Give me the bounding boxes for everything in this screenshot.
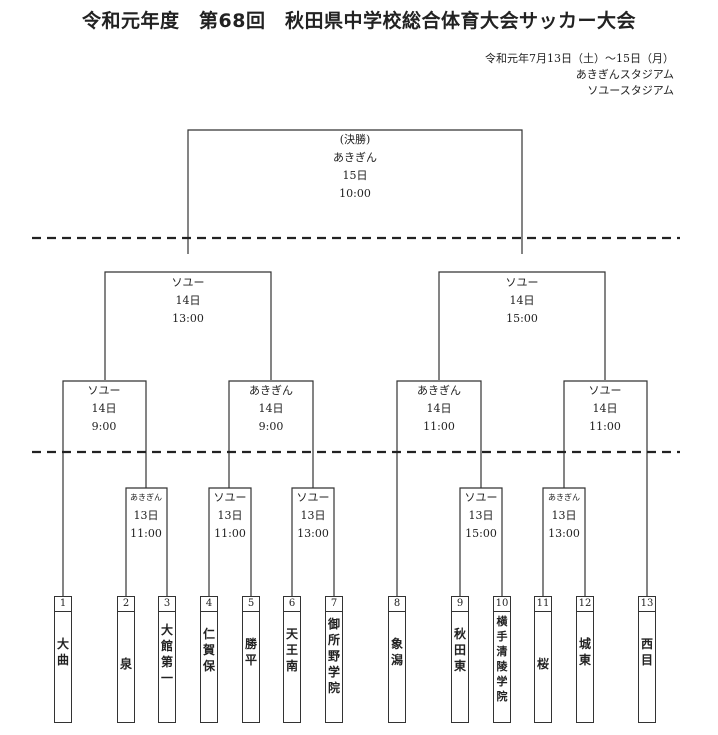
match-time: 11:00	[214, 527, 246, 540]
team-name: 御所野学院	[327, 617, 340, 695]
match-first-round-3: ソユー 13日 13:00	[297, 489, 330, 543]
match-time: 11:00	[423, 420, 455, 433]
match-final: (決勝) あきぎん 15日 10:00	[333, 131, 377, 203]
team-slot: 9 秋田東	[451, 596, 469, 723]
match-quarter-2: あきぎん 14日 9:00	[249, 382, 293, 436]
team-name: 天王南	[285, 627, 298, 673]
match-venue: あきぎん	[417, 384, 461, 397]
match-day: 13日	[468, 509, 494, 522]
match-first-round-5: あきぎん 13日 13:00	[548, 489, 580, 543]
team-name: 大館第一	[160, 623, 173, 685]
match-venue: ソユー	[588, 384, 622, 397]
match-venue: ソユー	[213, 491, 247, 504]
match-day: 14日	[426, 402, 452, 415]
match-quarter-1: ソユー 14日 9:00	[88, 382, 121, 436]
match-venue: ソユー	[171, 276, 205, 289]
match-time: 9:00	[91, 420, 117, 433]
team-number: 6	[284, 597, 300, 612]
tournament-dates: 令和元年7月13日（土）〜15日（月）	[485, 52, 674, 65]
match-first-round-2: ソユー 13日 11:00	[214, 489, 247, 543]
team-number: 8	[389, 597, 405, 612]
team-name: 大曲	[56, 637, 69, 667]
team-name: 城東	[578, 637, 591, 667]
match-semi-2: ソユー 14日 15:00	[506, 274, 539, 328]
match-venue: あきぎん	[548, 493, 580, 502]
match-day: 15日	[342, 169, 368, 182]
match-quarter-4: ソユー 14日 11:00	[589, 382, 622, 436]
match-time: 13:00	[297, 527, 329, 540]
team-name: 横手清陵学院	[496, 615, 508, 703]
match-venue: ソユー	[505, 276, 539, 289]
match-time: 13:00	[172, 312, 204, 325]
match-first-round-1: あきぎん 13日 11:00	[130, 489, 162, 543]
match-venue: あきぎん	[130, 493, 162, 502]
team-number: 3	[159, 597, 175, 612]
match-time: 10:00	[339, 187, 371, 200]
match-time: 15:00	[506, 312, 538, 325]
team-slot: 6 天王南	[283, 596, 301, 723]
match-semi-1: ソユー 14日 13:00	[172, 274, 205, 328]
team-number: 11	[535, 597, 551, 612]
team-number: 9	[452, 597, 468, 612]
team-number: 13	[639, 597, 655, 612]
team-slot: 5 勝平	[242, 596, 260, 723]
match-venue: あきぎん	[333, 151, 377, 164]
match-day: 14日	[592, 402, 618, 415]
team-slot: 12 城東	[576, 596, 594, 723]
match-venue: ソユー	[87, 384, 121, 397]
team-name: 桜	[536, 657, 549, 671]
match-day: 13日	[217, 509, 243, 522]
team-slot: 8 象潟	[388, 596, 406, 723]
team-name: 勝平	[244, 637, 257, 667]
match-quarter-3: あきぎん 14日 11:00	[417, 382, 461, 436]
page-title: 令和元年度 第68回 秋田県中学校総合体育大会サッカー大会	[82, 10, 636, 32]
team-number: 5	[243, 597, 259, 612]
match-venue: ソユー	[296, 491, 330, 504]
team-number: 12	[577, 597, 593, 612]
team-name: 西目	[640, 637, 653, 667]
team-number: 7	[326, 597, 342, 612]
team-slot: 7 御所野学院	[325, 596, 343, 723]
team-slot: 10 横手清陵学院	[493, 596, 511, 723]
team-slot: 13 西目	[638, 596, 656, 723]
match-day: 14日	[91, 402, 117, 415]
team-number: 2	[118, 597, 134, 612]
venue-akigin: あきぎんスタジアム	[575, 68, 674, 81]
team-slot: 2 泉	[117, 596, 135, 723]
match-day: 13日	[551, 509, 577, 522]
team-name: 秋田東	[453, 627, 466, 673]
match-day: 13日	[133, 509, 159, 522]
match-day: 14日	[175, 294, 201, 307]
round-label: (決勝)	[339, 133, 371, 146]
match-time: 11:00	[589, 420, 621, 433]
match-venue: あきぎん	[249, 384, 293, 397]
match-time: 11:00	[130, 527, 162, 540]
team-slot: 1 大曲	[54, 596, 72, 723]
team-name: 仁賀保	[202, 627, 215, 673]
venue-soyu: ソユースタジアム	[587, 84, 674, 97]
team-name: 泉	[119, 657, 132, 671]
team-slot: 3 大館第一	[158, 596, 176, 723]
match-day: 14日	[258, 402, 284, 415]
match-first-round-4: ソユー 13日 15:00	[465, 489, 498, 543]
team-slot: 11 桜	[534, 596, 552, 723]
match-time: 13:00	[548, 527, 580, 540]
match-day: 13日	[300, 509, 326, 522]
match-time: 15:00	[465, 527, 497, 540]
team-name: 象潟	[390, 637, 403, 667]
team-number: 4	[201, 597, 217, 612]
team-slot: 4 仁賀保	[200, 596, 218, 723]
team-number: 1	[55, 597, 71, 612]
match-day: 14日	[509, 294, 535, 307]
team-number: 10	[494, 597, 510, 612]
match-time: 9:00	[258, 420, 284, 433]
match-venue: ソユー	[464, 491, 498, 504]
